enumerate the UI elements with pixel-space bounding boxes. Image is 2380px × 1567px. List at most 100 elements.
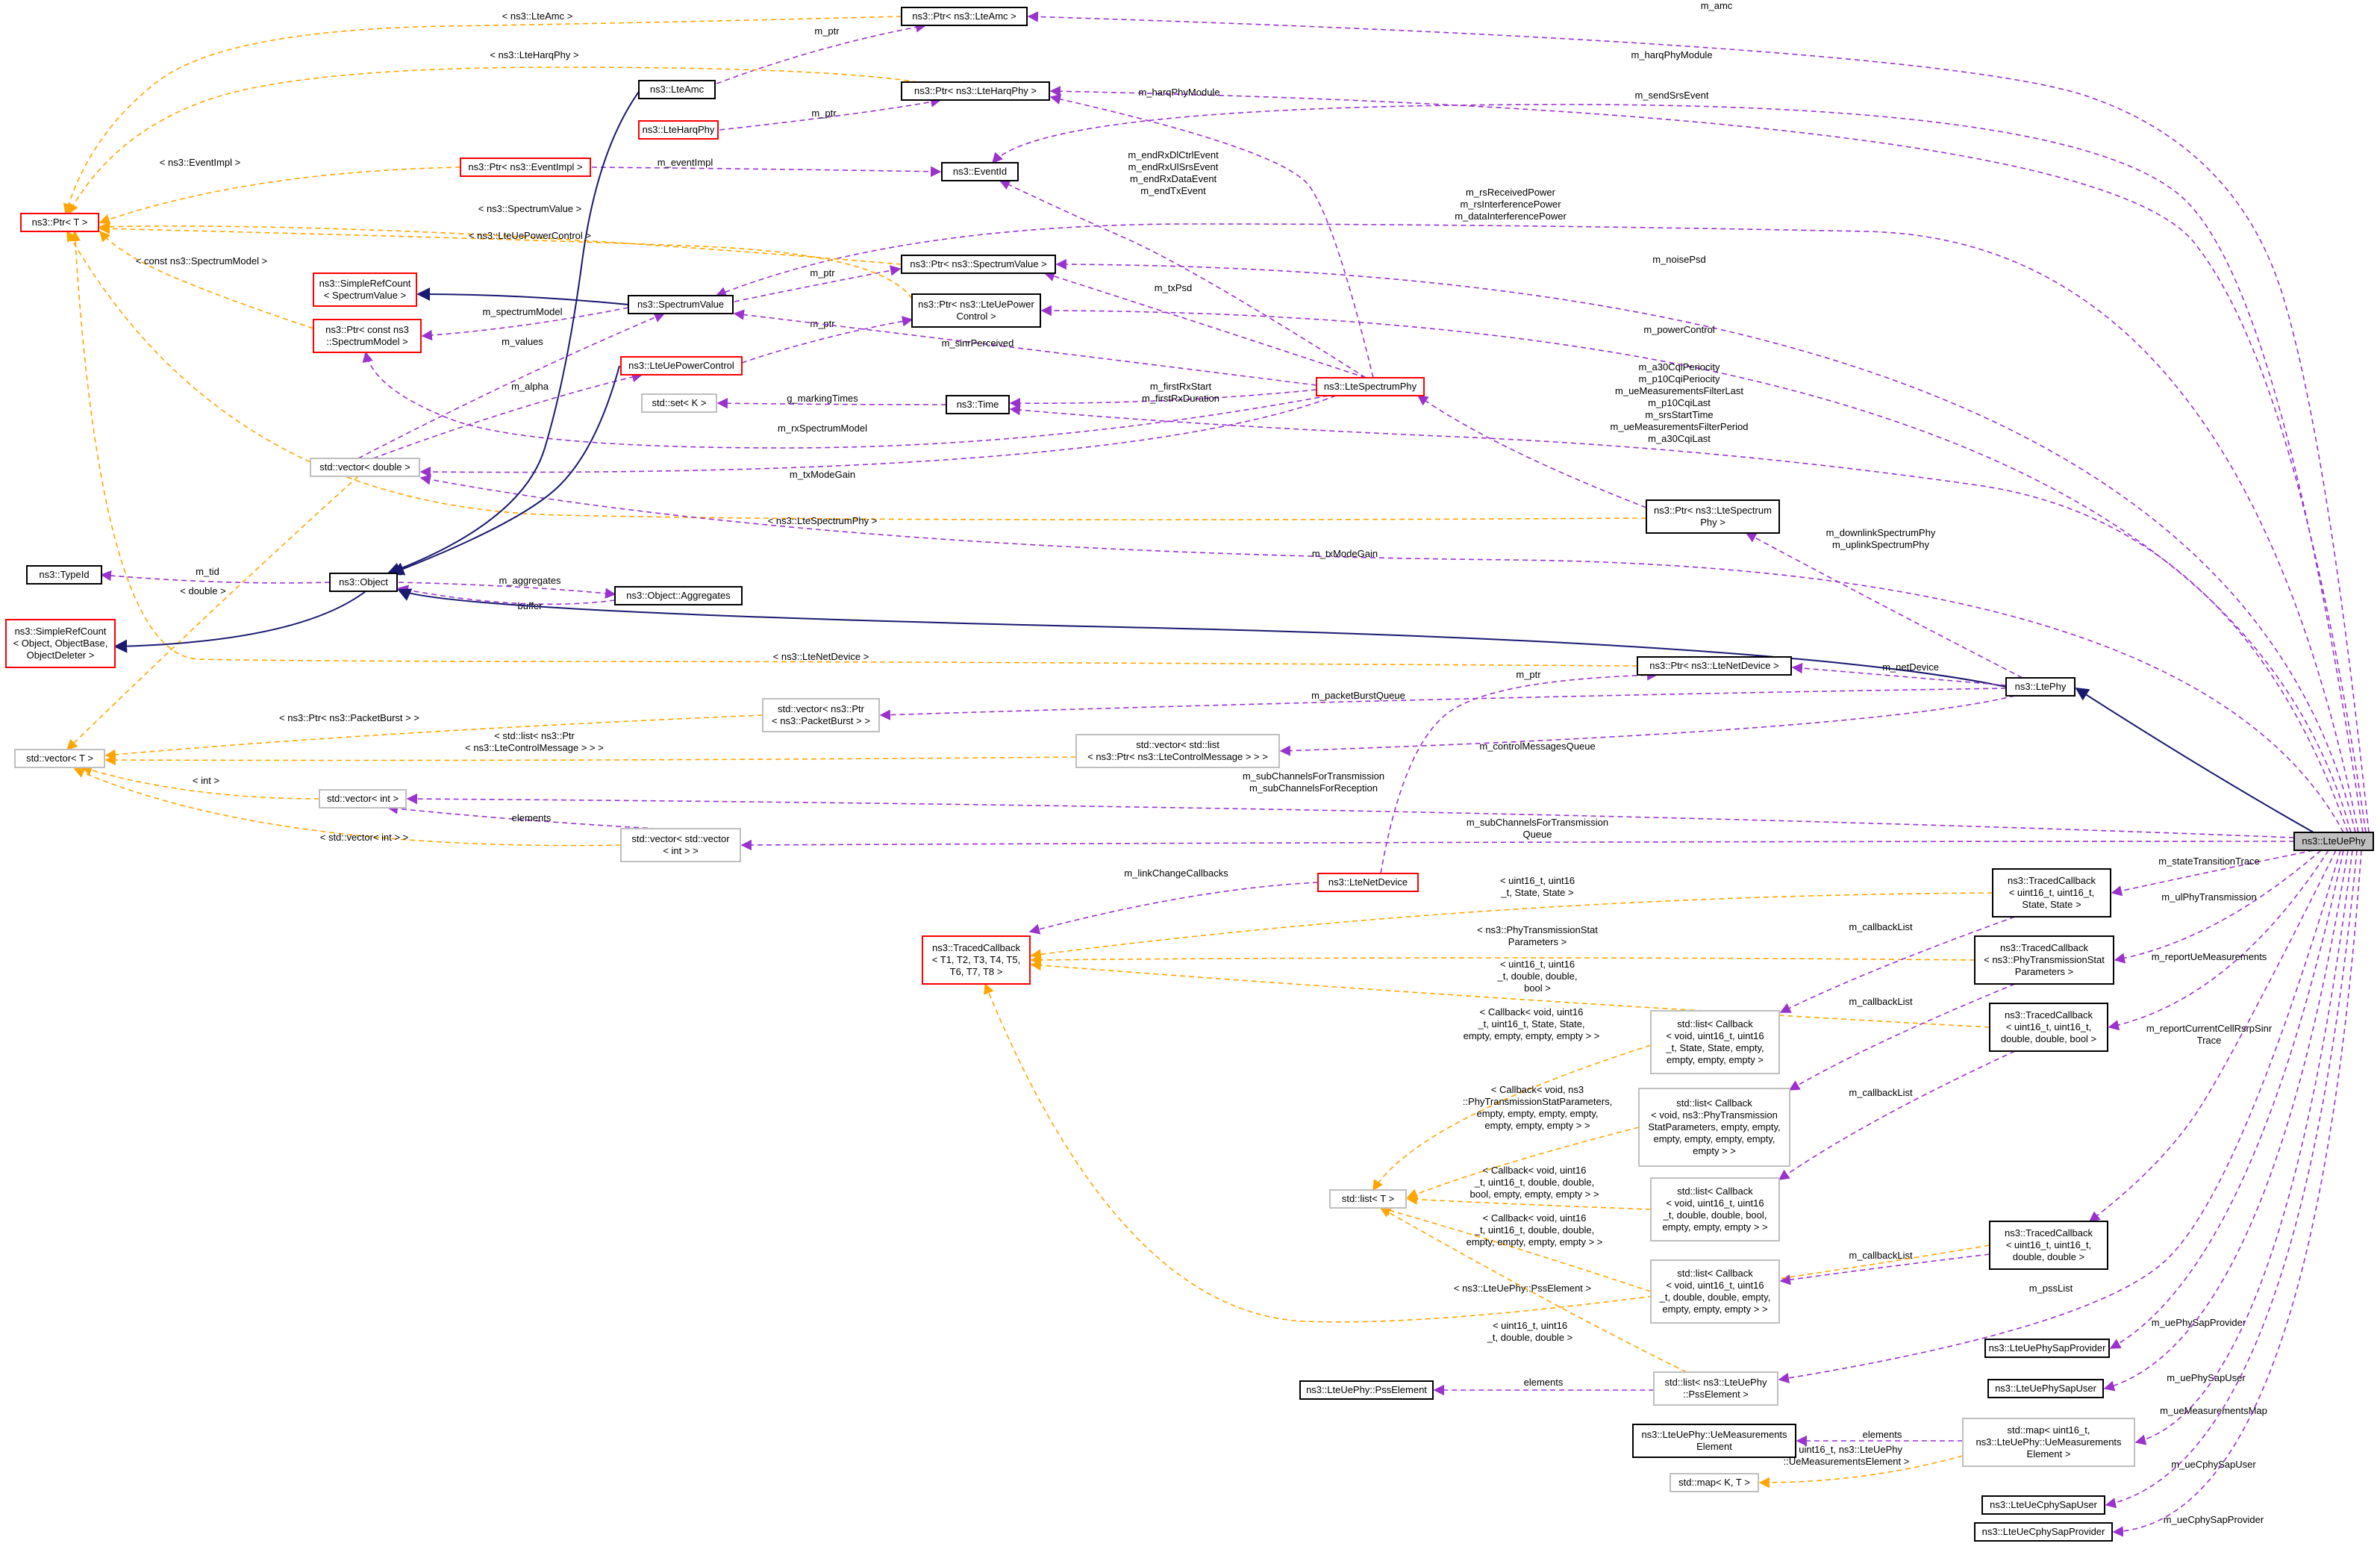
edge-line <box>1372 1044 1652 1191</box>
edge-line <box>716 397 947 409</box>
edge-e_vvi_el: elements <box>387 803 658 829</box>
node-label: std::list< Callback <box>1676 1097 1752 1109</box>
class-node-srcobj[interactable]: ns3::SimpleRefCount< Object, ObjectBase,… <box>5 619 116 668</box>
class-node-uepc[interactable]: ns3::LteUePowerControl <box>620 356 743 376</box>
node-label: empty, empty, empty > > <box>1662 1303 1767 1315</box>
edge-line <box>1028 882 1319 935</box>
class-node-listt[interactable]: std::list< T > <box>1329 1189 1407 1209</box>
class-node-setk[interactable]: std::set< K > <box>641 393 717 413</box>
class-node-lcphy[interactable]: std::list< Callback< void, ns3::PhyTrans… <box>1638 1088 1790 1167</box>
class-node-ptr_sv[interactable]: ns3::Ptr< ns3::SpectrumValue > <box>901 255 1056 274</box>
edge-e_txmg: m_txModeGain <box>419 474 2344 833</box>
edge-e_uephy_inh <box>2075 688 2314 833</box>
edge-e_ev_tpl: < ns3::EventImpl > <box>99 157 461 225</box>
edge-label: m_uplinkSpectrumPhy <box>1832 539 1930 550</box>
class-node-sapuser[interactable]: ns3::LteUePhySapUser <box>1987 1379 2104 1398</box>
class-node-listpss[interactable]: std::list< ns3::LteUePhy::PssElement > <box>1653 1371 1778 1406</box>
class-node-ptr_ltehp[interactable]: ns3::Ptr< ns3::LteHarqPhy > <box>901 81 1050 101</box>
class-node-lcdd[interactable]: std::list< Callback< void, uint16_t, uin… <box>1650 1259 1780 1324</box>
edge-e_sv_sm: m_spectrumModel <box>421 306 629 341</box>
class-node-spectrumvalue[interactable]: ns3::SpectrumValue <box>628 295 734 314</box>
edge-e_netdev: m_netDevice <box>1791 661 2007 686</box>
edge-line <box>419 395 1337 478</box>
class-node-object[interactable]: ns3::Object <box>329 573 398 592</box>
edge-label: < Callback< void, uint16 <box>1483 1165 1587 1176</box>
class-node-ptr_lsp[interactable]: ns3::Ptr< ns3::LteSpectrumPhy > <box>1646 499 1780 534</box>
class-node-vect[interactable]: std::vector< T > <box>14 749 105 768</box>
edge-line <box>68 66 919 215</box>
class-node-lcstate[interactable]: std::list< Callback< void, uint16_t, uin… <box>1650 1010 1780 1074</box>
edge-label: bool, empty, empty, empty > > <box>1470 1189 1599 1200</box>
class-node-ltehp[interactable]: ns3::LteHarqPhy <box>638 120 719 140</box>
node-label: ns3::LteUePhySapUser <box>1995 1383 2097 1394</box>
class-node-vecd[interactable]: std::vector< double > <box>310 458 420 477</box>
node-label: Phy > <box>1700 517 1725 528</box>
edge-label: < ns3::LteUePowerControl > <box>469 230 591 241</box>
class-node-tc8[interactable]: ns3::TracedCallback< T1, T2, T3, T4, T5,… <box>922 935 1031 985</box>
edge-label: < std::list< ns3::Ptr <box>494 730 575 741</box>
edge-line <box>740 839 2295 851</box>
class-node-ptr_sm[interactable]: ns3::Ptr< const ns3::SpectrumModel > <box>313 319 422 353</box>
class-node-lcddb[interactable]: std::list< Callback< void, uint16_t, uin… <box>1650 1177 1780 1242</box>
class-node-time[interactable]: ns3::Time <box>946 395 1010 414</box>
class-node-mapue[interactable]: std::map< uint16_t,ns3::LteUePhy::UeMeas… <box>1962 1418 2135 1467</box>
class-node-uemeas[interactable]: ns3::LteUePhy::UeMeasurementsElement <box>1632 1424 1796 1458</box>
edge-label: m_callbackList <box>1849 1087 1913 1098</box>
class-node-eventid[interactable]: ns3::EventId <box>941 162 1019 181</box>
class-node-srcsv[interactable]: ns3::SimpleRefCount< SpectrumValue > <box>313 272 417 307</box>
class-node-aggregates[interactable]: ns3::Object::Aggregates <box>614 586 743 605</box>
edge-label: m_a30CqiLast <box>1648 433 1711 444</box>
class-node-tcddb[interactable]: ns3::TracedCallback< uint16_t, uint16_t,… <box>1989 1003 2108 1052</box>
class-node-vecvi[interactable]: std::vector< std::vector< int > > <box>620 828 741 862</box>
edge-label: m_amc <box>1701 0 1733 11</box>
class-node-ltend[interactable]: ns3::LteNetDevice <box>1317 873 1419 892</box>
node-label: ns3::Object <box>339 576 388 588</box>
node-box <box>641 393 717 413</box>
class-node-vecpb[interactable]: std::vector< ns3::Ptr< ns3::PacketBurst … <box>762 698 880 732</box>
node-box <box>2293 832 2374 851</box>
edge-label: m_tid <box>196 566 219 577</box>
edge-e_sinr: m_sinrPerceived <box>733 309 1317 386</box>
edge-label: m_ulPhyTransmission <box>2161 891 2256 903</box>
edge-label: empty, empty, empty > > <box>1484 1120 1590 1131</box>
class-node-psse[interactable]: ns3::LteUePhy::PssElement <box>1299 1380 1434 1400</box>
edge-e_aggr: m_aggregates <box>398 575 616 599</box>
class-node-typeid[interactable]: ns3::TypeId <box>26 565 102 585</box>
node-label: ns3::TracedCallback <box>2000 942 2089 953</box>
edge-label: < uint16_t, uint16 <box>1500 875 1575 886</box>
class-node-tcdd[interactable]: ns3::TracedCallback< uint16_t, uint16_t,… <box>1989 1221 2108 1270</box>
class-node-ptr_pc[interactable]: ns3::Ptr< ns3::LteUePowerControl > <box>911 293 1041 328</box>
edge-e_sp_txpsd: m_txPsd <box>1043 271 1367 378</box>
class-node-sapprov[interactable]: ns3::LteUePhySapProvider <box>1984 1339 2110 1358</box>
edge-label: m_ptr <box>1516 669 1541 680</box>
class-node-cphyprov[interactable]: ns3::LteUeCphySapProvider <box>1974 1522 2113 1542</box>
edge-line <box>2075 688 2314 833</box>
class-node-tcphy[interactable]: ns3::TracedCallback< ns3::PhyTransmissio… <box>1974 935 2114 985</box>
edge-label: < Callback< void, uint16 <box>1483 1212 1587 1224</box>
class-node-tcstate[interactable]: ns3::TracedCallback< uint16_t, uint16_t,… <box>1992 868 2111 918</box>
class-node-ptr_evimpl[interactable]: ns3::Ptr< ns3::EventImpl > <box>460 158 591 177</box>
class-node-cphyuser[interactable]: ns3::LteUeCphySapUser <box>1981 1495 2105 1515</box>
node-label: ns3::LteNetDevice <box>1328 876 1408 888</box>
class-node-veclist[interactable]: std::vector< std::list< ns3::Ptr< ns3::L… <box>1075 734 1280 768</box>
class-node-ltephy[interactable]: ns3::LtePhy <box>2005 677 2076 697</box>
class-node-ptr_lteamc[interactable]: ns3::Ptr< ns3::LteAmc > <box>901 7 1028 26</box>
edge-label: empty, empty, empty, empty > > <box>1464 1030 1600 1041</box>
edge-label: m_noisePsd <box>1652 254 1706 265</box>
edge-label: < Callback< void, uint16 <box>1480 1006 1584 1018</box>
class-node-veci[interactable]: std::vector< int > <box>319 789 407 809</box>
node-label: std::vector< ns3::Ptr <box>778 703 865 714</box>
node-label: < T1, T2, T3, T4, T5, <box>932 954 1020 965</box>
class-node-ptr_nd[interactable]: ns3::Ptr< ns3::LteNetDevice > <box>1637 656 1792 676</box>
node-box <box>628 295 734 314</box>
node-label: std::list< Callback <box>1677 1186 1753 1197</box>
class-node-ltesp[interactable]: ns3::LteSpectrumPhy <box>1316 377 1425 396</box>
edge-line <box>1040 305 2352 833</box>
edge-label: < ns3::PhyTransmissionStat <box>1477 924 1598 935</box>
class-node-mapkt[interactable]: std::map< K, T > <box>1670 1473 1759 1492</box>
edge-e_amc_ptr: m_ptr <box>716 22 927 84</box>
edge-line <box>1788 983 2016 1091</box>
class-node-ptr_t[interactable]: ns3::Ptr< T > <box>20 213 99 232</box>
class-node-lteamc[interactable]: ns3::LteAmc <box>638 80 716 99</box>
